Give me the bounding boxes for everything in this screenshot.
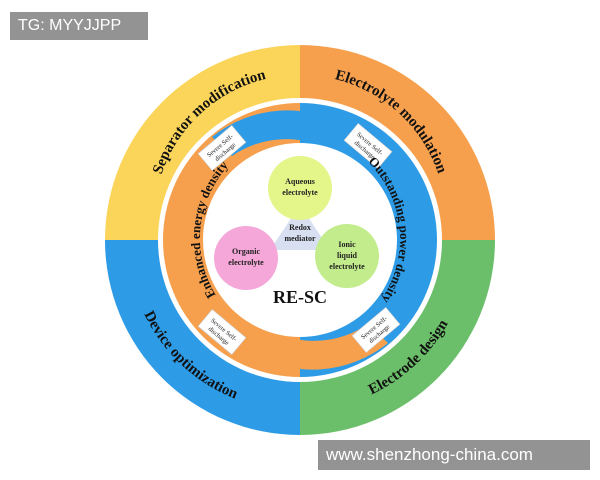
center-title: RE-SC [273,287,327,307]
node-organic-line1: Organic [232,247,260,256]
crescent-top [212,110,350,156]
node-organic-electrolyte [214,226,278,290]
self-discharge-badge: Severe Self- discharge [197,309,247,355]
node-ionic-line3: electrolyte [329,262,365,271]
redox-mediator-line1: Redox [289,223,311,232]
tag-label: TG: MYYJJPP [10,12,148,40]
redox-mediator-line2: mediator [284,234,316,243]
node-aqueous-electrolyte [268,156,332,220]
node-aqueous-line2: electrolyte [282,188,318,197]
node-ionic-line2: liquid [337,251,358,260]
node-organic-line2: electrolyte [228,258,264,267]
redox-mediator-triangle [270,205,330,250]
watermark-label: www.shenzhong-china.com [318,440,590,470]
node-ionic-line1: Ionic [338,240,356,249]
self-discharge-badge: Severe Self- discharge [351,307,401,353]
node-aqueous-line1: Aqueous [285,177,315,186]
node-ionic-liquid-electrolyte [315,224,379,288]
